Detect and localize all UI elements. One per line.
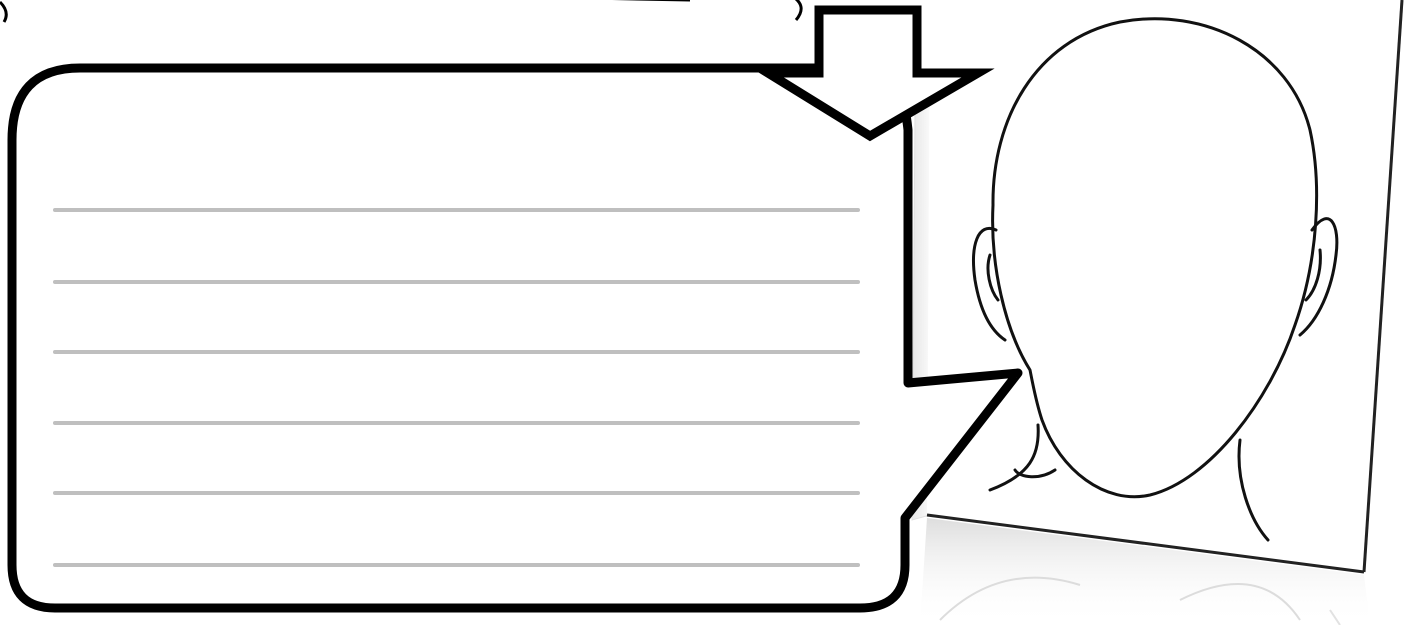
speech-bubble-icon <box>12 68 1018 608</box>
top-cropped-line <box>0 0 801 22</box>
